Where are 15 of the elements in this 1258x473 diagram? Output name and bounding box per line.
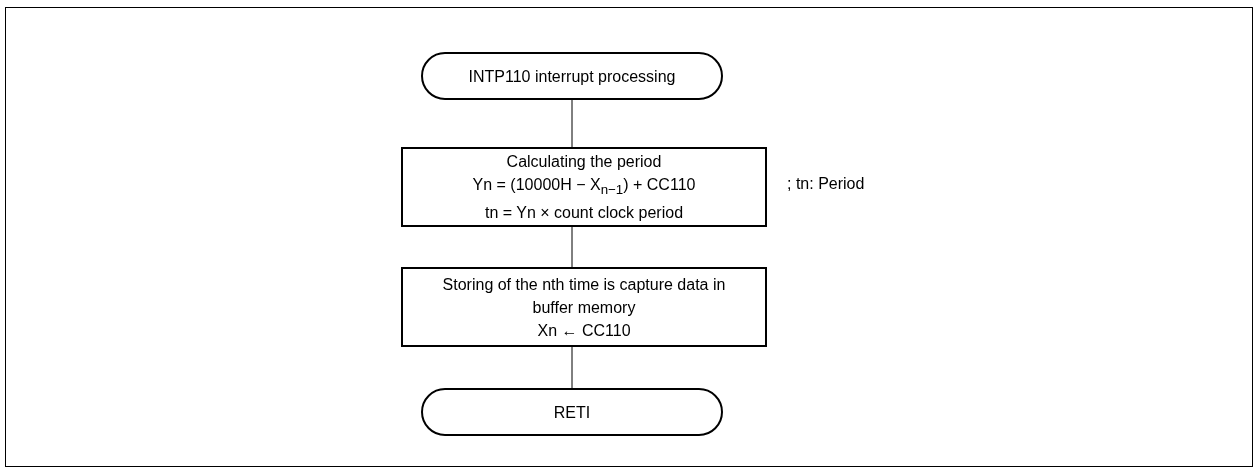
process-box [401, 147, 767, 227]
connector-line [571, 99, 573, 148]
terminal-shape [421, 52, 723, 100]
side-note: ; tn: Period [787, 175, 865, 193]
node-text: INTP110 interrupt processing [467, 66, 677, 87]
connector-line [571, 226, 573, 268]
node-text: tn = Yn × count clock period [483, 203, 685, 224]
node-text: Yn = (10000H − X$_{n−1}$) + CC110 [471, 174, 697, 200]
node-text: Xn ← CC110 [536, 320, 632, 341]
node-text: Storing of the nth time is capture data in buffer memory [441, 274, 727, 318]
terminal-shape [421, 388, 723, 436]
node-text: Calculating the period [505, 151, 663, 172]
process-box [401, 267, 767, 347]
connector-line [571, 346, 573, 389]
node-text: RETI [552, 402, 592, 423]
